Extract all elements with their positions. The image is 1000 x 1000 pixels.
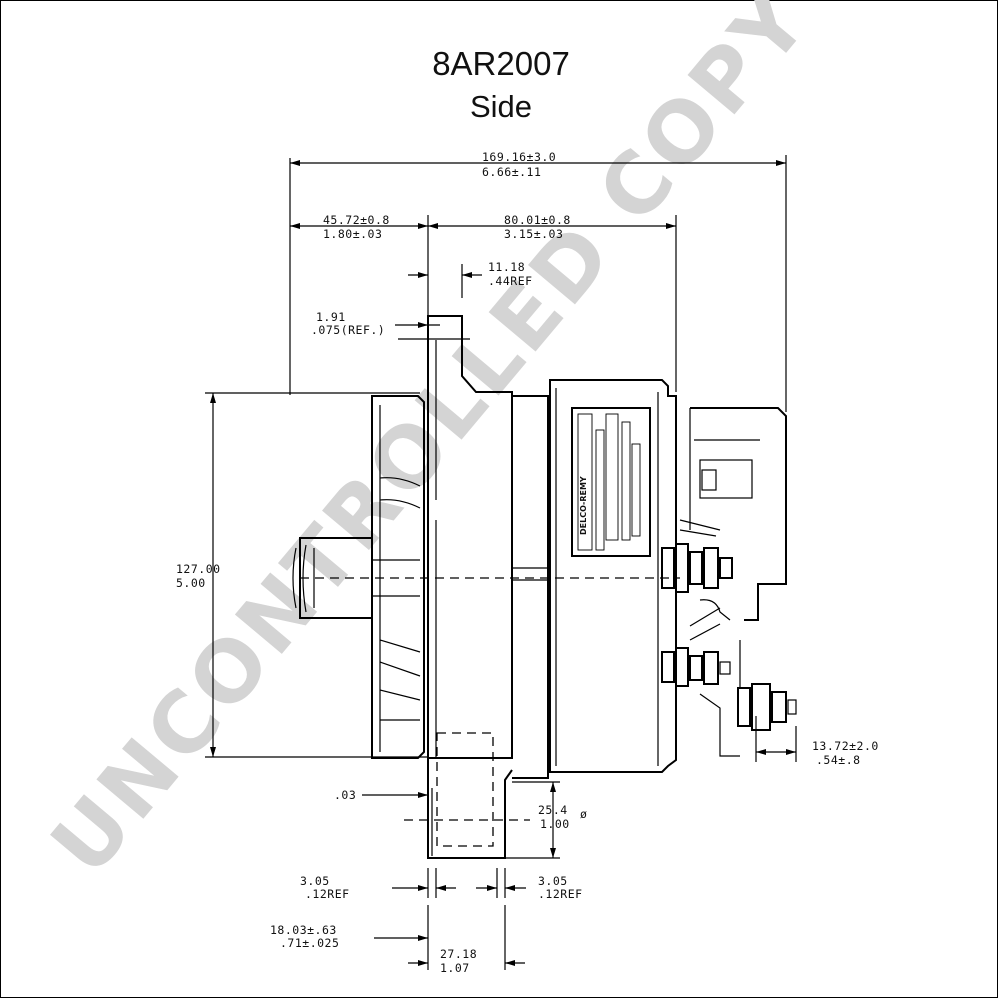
drawing-subtitle: Side bbox=[469, 89, 533, 124]
dim-left-ear-mm: 3.05 bbox=[300, 874, 330, 888]
nameplate-brand: DELCO-REMY bbox=[579, 476, 588, 535]
dim-flange: 11.18 .44REF bbox=[408, 260, 533, 298]
drawing-title: 8AR2007 bbox=[432, 45, 570, 82]
rear-frame: DELCO-REMY bbox=[549, 379, 677, 773]
dim-hole: 25.4 ø 1.00 bbox=[505, 781, 587, 859]
dim-front-in: 1.80±.03 bbox=[323, 227, 382, 241]
dim-gap-value: .03 bbox=[334, 788, 356, 802]
dim-rear-in: 3.15±.03 bbox=[504, 227, 563, 241]
terminal-box bbox=[661, 407, 797, 757]
dim-right-ear-in: .12REF bbox=[538, 887, 583, 901]
dim-terminal: 13.72±2.0 .54±.8 bbox=[755, 716, 879, 767]
dim-ear-offset: 18.03±.63 .71±.025 27.18 1.07 bbox=[270, 905, 525, 975]
dim-overall-length: 169.16±3.0 6.66±.11 bbox=[289, 150, 787, 412]
dim-ear-thickness: 3.05 .12REF 3.05 .12REF bbox=[300, 868, 583, 901]
dim-plate: 1.91 .075(REF.) bbox=[311, 310, 470, 340]
dim-rear-mm: 80.01±0.8 bbox=[504, 213, 571, 227]
dim-flange-in: .44REF bbox=[488, 274, 533, 288]
dim-diameter-in: 5.00 bbox=[176, 576, 206, 590]
dim-front-rear: 45.72±0.8 1.80±.03 80.01±0.8 3.15±.03 bbox=[290, 213, 677, 392]
pulley-fan bbox=[292, 395, 425, 759]
dim-ear-offset-in: .71±.025 bbox=[280, 936, 339, 950]
dim-overall-length-in: 6.66±.11 bbox=[482, 165, 541, 179]
dim-plate-mm: 1.91 bbox=[316, 310, 346, 324]
dim-flange-mm: 11.18 bbox=[488, 260, 525, 274]
dim-left-ear-in: .12REF bbox=[305, 887, 350, 901]
dim-hole-symbol: ø bbox=[580, 807, 587, 821]
dim-hole-mm: 25.4 bbox=[538, 803, 568, 817]
dim-plate-in: .075(REF.) bbox=[311, 323, 385, 337]
dim-terminal-mm: 13.72±2.0 bbox=[812, 739, 879, 753]
dim-ear-width-in: 1.07 bbox=[440, 961, 470, 975]
dim-right-ear-mm: 3.05 bbox=[538, 874, 568, 888]
dim-ear-width-mm: 27.18 bbox=[440, 947, 477, 961]
dim-overall-length-mm: 169.16±3.0 bbox=[482, 150, 556, 164]
dim-hole-in: 1.00 bbox=[540, 817, 570, 831]
dim-ear-offset-mm: 18.03±.63 bbox=[270, 923, 337, 937]
dim-diameter-mm: 127.00 bbox=[176, 562, 221, 576]
dim-front-mm: 45.72±0.8 bbox=[323, 213, 390, 227]
dim-gap: .03 bbox=[334, 788, 530, 856]
dim-terminal-in: .54±.8 bbox=[816, 753, 861, 767]
